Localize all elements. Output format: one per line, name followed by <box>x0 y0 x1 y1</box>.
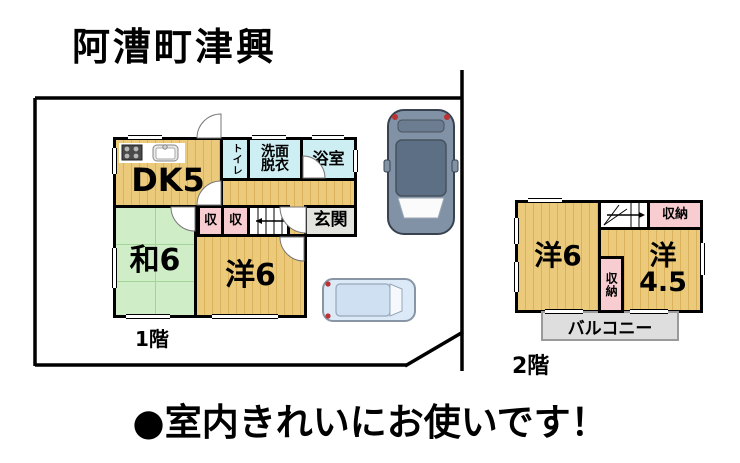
stove-icon <box>121 144 143 161</box>
room-western6-2f: 洋6 <box>515 200 601 313</box>
room-washroom: 洗面 脱衣 <box>247 137 303 181</box>
window-marker <box>528 198 562 203</box>
closet-2f-mid: 収納 <box>598 256 624 313</box>
kitchen-icons <box>121 144 179 162</box>
room-label-western6-1f: 洋6 <box>225 257 276 293</box>
floor2-caption: 2階 <box>512 354 550 379</box>
page-title: 阿漕町津興 <box>72 25 278 69</box>
room-bath: 浴室 <box>300 137 357 181</box>
door-arc-backdoor <box>196 113 222 139</box>
footer-note: ●室内きれいにお使いです！ <box>132 401 608 444</box>
room-label-western45: 洋 4.5 <box>625 232 701 308</box>
closet-2f-mid-label: 収納 <box>604 271 619 298</box>
kitchen-counter <box>119 143 185 163</box>
closet-label-b: 収 <box>228 213 242 229</box>
room-label-entrance: 玄関 <box>313 210 348 231</box>
closet-1f-b: 収 <box>221 205 250 237</box>
window-marker <box>126 314 170 319</box>
stairs-2f <box>598 200 650 230</box>
closet-label-a: 収 <box>203 213 217 229</box>
stairs-1f <box>247 205 290 237</box>
window-marker <box>353 150 358 172</box>
closet-2f-top-label: 収納 <box>661 207 688 223</box>
floor1-caption: 1階 <box>135 327 169 351</box>
stairs-2f-treads <box>603 203 645 227</box>
room-label-toilet: トイレ <box>230 142 242 176</box>
room-tatami6: 和6 <box>113 205 197 318</box>
room-label-western6-2f: 洋6 <box>534 239 582 273</box>
room-label-bath: 浴室 <box>312 148 345 168</box>
room-dk5: DK5 <box>113 137 223 208</box>
window-marker <box>112 248 117 288</box>
window-marker <box>630 309 668 314</box>
room-label-washroom-2: 脱衣 <box>261 158 289 174</box>
window-marker <box>212 314 278 319</box>
window-marker <box>312 135 344 140</box>
window-marker <box>700 243 705 275</box>
car-top-view-dark-icon <box>383 109 459 235</box>
room-label-tatami6: 和6 <box>129 243 181 279</box>
room-label-dk5: DK5 <box>131 161 205 200</box>
closet-1f-a: 収 <box>197 205 224 237</box>
car-top-view-light-icon <box>322 278 416 322</box>
closet-2f-top: 収納 <box>647 200 703 230</box>
window-marker <box>514 262 519 292</box>
room-western6-1f: 洋6 <box>194 234 307 318</box>
window-marker <box>252 135 286 140</box>
room-label-washroom-1: 洗面 <box>261 143 289 160</box>
room-entrance: 玄関 <box>304 205 357 237</box>
room-label-western45-1: 洋 <box>649 241 677 273</box>
room-label-western45-2: 4.5 <box>639 267 687 298</box>
room-toilet: トイレ <box>220 137 250 181</box>
balcony: バルコニー <box>541 311 679 341</box>
window-marker <box>128 135 162 140</box>
window-marker <box>514 218 519 244</box>
balcony-label: バルコニー <box>567 318 653 339</box>
window-marker <box>112 148 117 174</box>
window-marker <box>545 309 583 314</box>
stairs-1f-treads <box>256 208 284 234</box>
